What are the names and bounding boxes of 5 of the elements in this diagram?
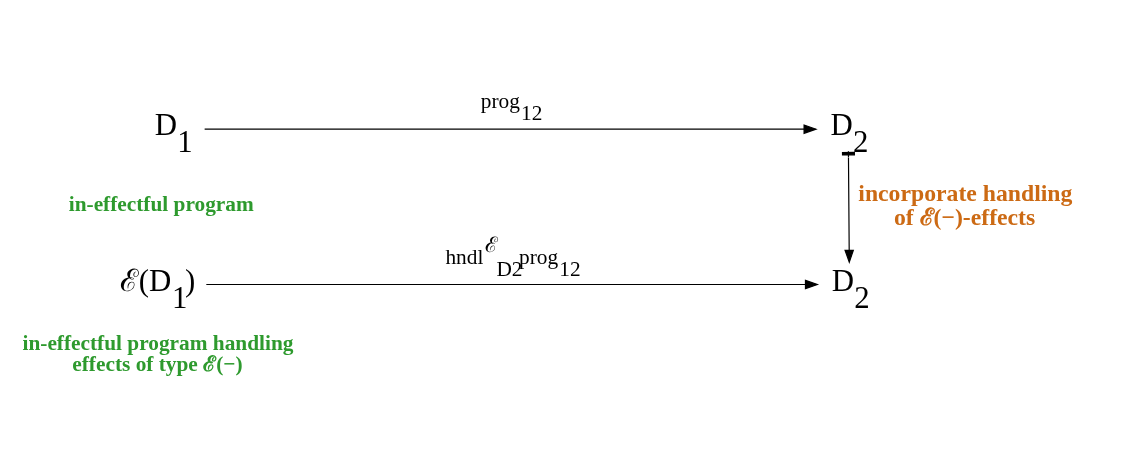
label: in-effectful program handling effects of type ℰ(−) [22,330,294,376]
label: in-effectful program [68,191,254,216]
arrow [205,279,820,290]
edge-label: incorporate handling of ℰ(−)-effects [858,179,1073,230]
arrow [204,124,818,135]
